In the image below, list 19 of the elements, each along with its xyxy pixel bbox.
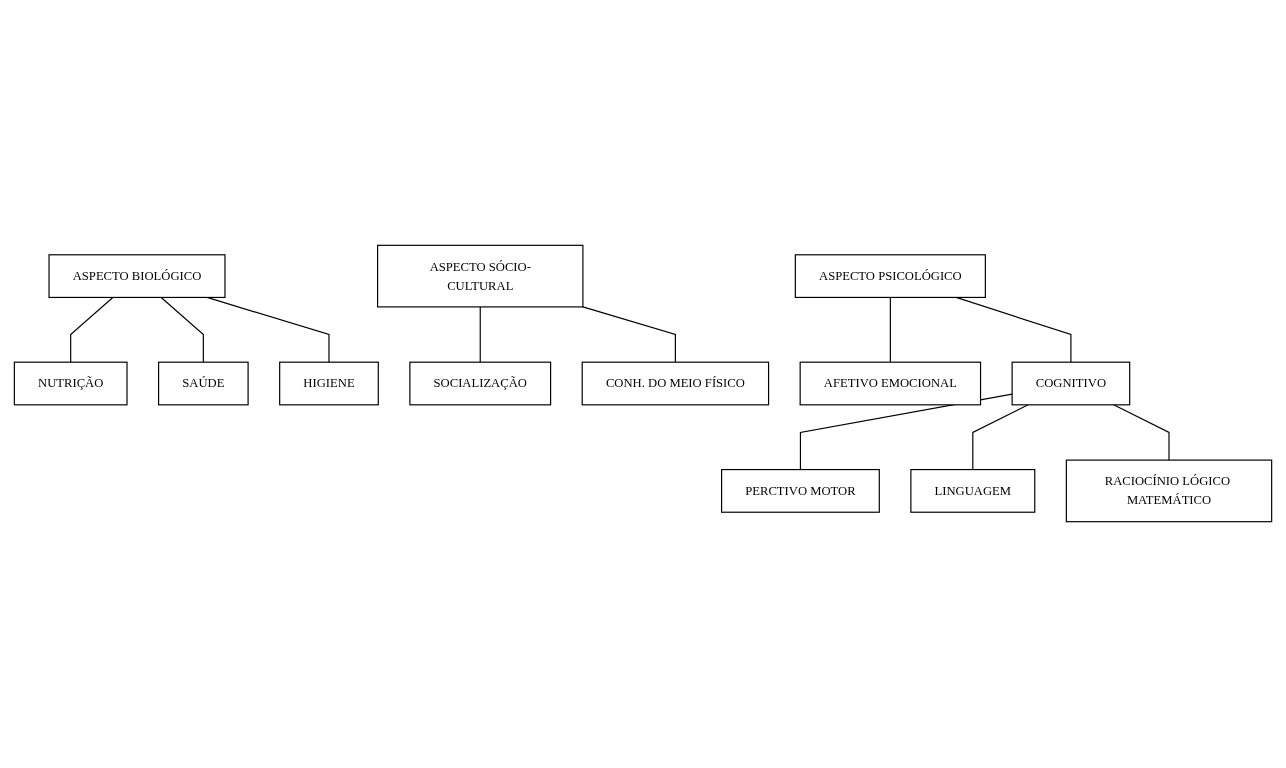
connector: [582, 306, 676, 364]
connector: [160, 297, 204, 364]
connector: [479, 306, 481, 364]
node-box: ASPECTO PSICOLÓGICO: [794, 254, 986, 299]
node-box: LINGUAGEM: [910, 469, 1036, 514]
node-box: SOCIALIZAÇÃO: [409, 362, 552, 406]
node-box: NUTRIÇÃO: [13, 362, 128, 406]
node-box: SAÚDE: [158, 362, 249, 406]
connector: [70, 297, 114, 364]
node-box: ASPECTO BIOLÓGICO: [48, 254, 226, 299]
connector: [799, 394, 1013, 471]
node-box: COGNITIVO: [1011, 362, 1131, 406]
node-box: HIGIENE: [279, 362, 379, 406]
node-box: PERCTIVO MOTOR: [721, 469, 880, 514]
node-box: ASPECTO SÓCIO-CULTURAL: [377, 245, 584, 308]
node-box: CONH. DO MEIO FÍSICO: [581, 362, 770, 406]
node-box: RACIOCÍNIO LÓGICO MATEMÁTICO: [1065, 460, 1273, 523]
connector: [889, 297, 891, 364]
node-box: AFETIVO EMOCIONAL: [799, 362, 982, 406]
